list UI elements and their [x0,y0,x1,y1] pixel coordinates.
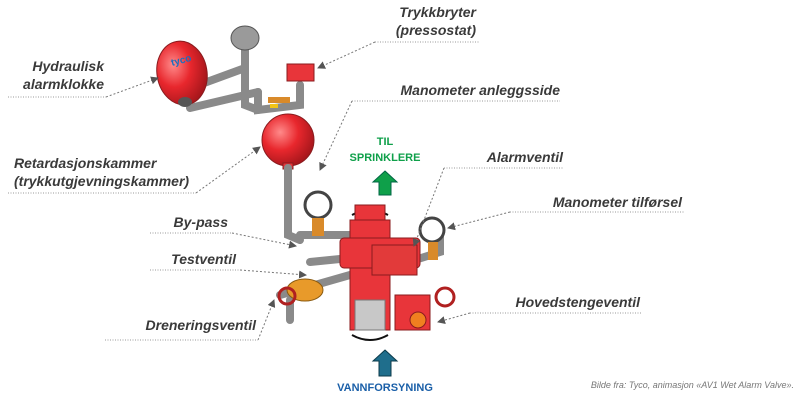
to-sprinklers-line2: SPRINKLERE [350,152,421,164]
label-alarm-valve: Alarmventil [486,149,564,165]
label-pressure-switch-2: (pressostat) [396,22,476,38]
hydraulic-alarm-bell: tyco [156,25,304,115]
label-pressure-switch-1: Trykkbryter [399,4,477,20]
label-gauge-system-side: Manometer anleggsside [401,82,561,98]
label-test-valve: Testventil [171,251,237,267]
bell-logo: tyco [170,53,193,69]
to-sprinklers-line1: TIL [377,136,394,148]
up-arrow-icon [371,170,399,196]
label-drain-valve: Dreneringsventil [146,317,258,333]
label-alarm-bell-1: Hydraulisk [32,58,105,74]
label-retard-chamber-2: (trykkutgjevningskammer) [14,173,189,189]
leader-lines [8,41,684,341]
label-main-valve: Hovedstengeventil [516,294,642,310]
label-bypass: By-pass [174,214,229,230]
label-retard-chamber-1: Retardasjonskammer [14,155,158,171]
label-gauge-supply: Manometer tilførsel [553,194,683,210]
label-alarm-bell-2: alarmklokke [23,76,104,92]
retard-chamber [261,113,315,244]
image-credit: Bilde fra: Tyco, animasjon «AV1 Wet Alar… [591,380,794,390]
pressure-switch [268,63,315,108]
water-supply-label: VANNFORSYNING [337,382,433,394]
down-arrow-icon [371,349,399,377]
alarm-valve-assembly [276,190,456,341]
